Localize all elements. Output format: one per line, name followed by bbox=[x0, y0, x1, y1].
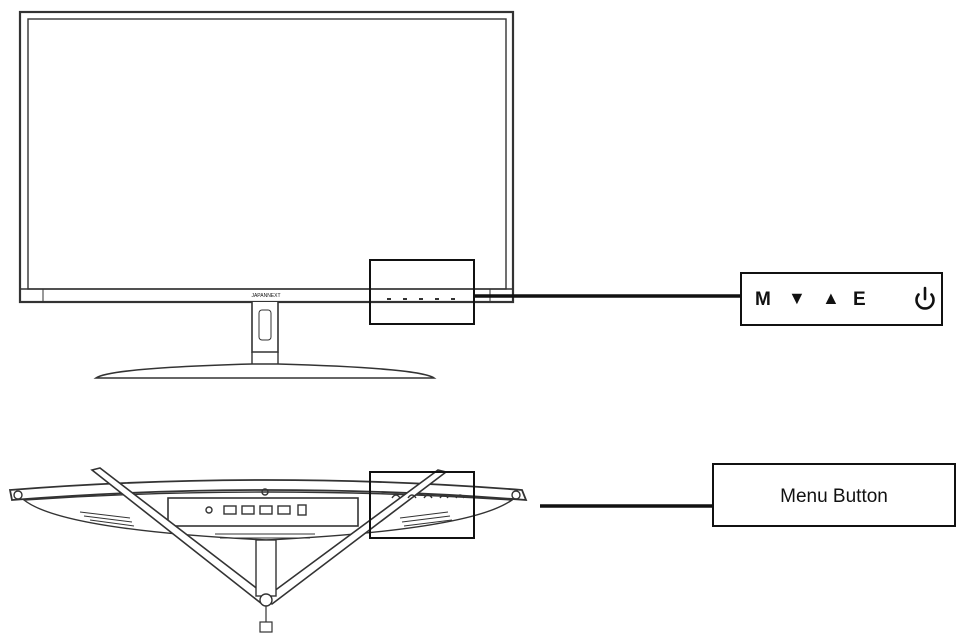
monitor-bezel bbox=[18, 10, 515, 304]
up-arrow-icon: ▲ bbox=[822, 288, 840, 308]
front-buttons-callout: M ▼ ▲ E bbox=[740, 272, 943, 326]
monitor-bottom-view bbox=[8, 467, 528, 633]
menu-button-callout: Menu Button bbox=[712, 463, 956, 527]
menu-button-label: Menu Button bbox=[780, 486, 888, 507]
power-icon bbox=[915, 286, 935, 310]
callout-box-front bbox=[740, 272, 943, 326]
button-highlight-box-bottom bbox=[369, 471, 475, 539]
monitor-stand-base bbox=[93, 363, 437, 379]
bottom-menu-buttons bbox=[391, 494, 465, 499]
chin-buttons bbox=[387, 298, 455, 300]
io-port-block bbox=[167, 497, 359, 527]
button-highlight-box-front bbox=[369, 259, 475, 325]
callout-box-bottom bbox=[712, 463, 956, 527]
monitor-bottom-outline bbox=[8, 479, 528, 502]
down-arrow-icon: ▼ bbox=[788, 288, 806, 308]
monitor-brand-logo: JAPANNEXT bbox=[251, 293, 280, 299]
monitor-front-view bbox=[18, 10, 515, 379]
exit-e-label: E bbox=[853, 289, 866, 310]
menu-m-label: M bbox=[755, 289, 771, 310]
